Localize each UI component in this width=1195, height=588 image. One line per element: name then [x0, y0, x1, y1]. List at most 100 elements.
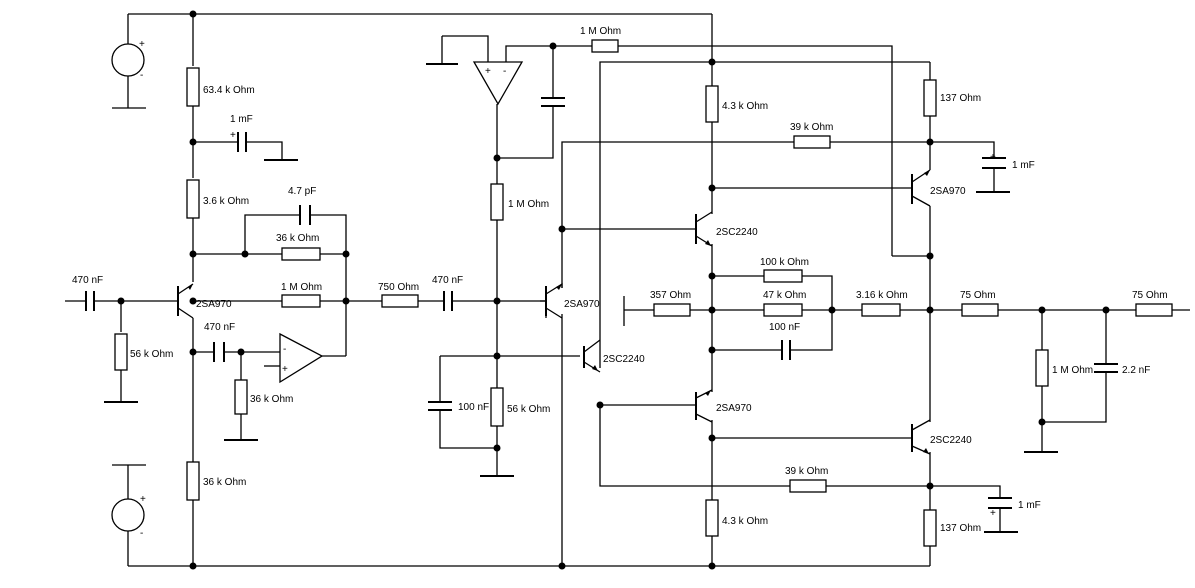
- transistors: [177, 169, 931, 455]
- label-cap-r1-plus: +: [990, 152, 996, 163]
- label-r-1m-top: 1 M Ohm: [580, 26, 621, 37]
- label-cap-r2-plus: +: [990, 508, 996, 519]
- resistor-3k16: [861, 303, 901, 317]
- op-amp-2: [472, 61, 524, 106]
- junctions: [117, 10, 1110, 570]
- capacitor-2n2: [1094, 363, 1118, 373]
- label-r-100k: 100 k Ohm: [760, 257, 809, 268]
- label-q6: 2SA970: [930, 186, 966, 197]
- resistor-4k3-top: [705, 85, 719, 123]
- label-r-56k-mid: 56 k Ohm: [507, 404, 550, 415]
- label-c-2n2: 2.2 nF: [1122, 365, 1150, 376]
- resistor-137-top: [923, 79, 937, 117]
- label-r-63k4: 63.4 k Ohm: [203, 85, 255, 96]
- label-opamp2-minus: -: [503, 66, 506, 77]
- resistor-56k-in: [114, 333, 128, 371]
- transistor-q2: [545, 282, 563, 319]
- label-opamp2-plus: +: [485, 66, 491, 77]
- resistor-1m-fb: [281, 294, 321, 308]
- resistor-1m-mid: [490, 183, 504, 221]
- label-r-137-top: 137 Ohm: [940, 93, 981, 104]
- capacitor-470n-in: [85, 291, 95, 311]
- label-src-bot-minus: -: [140, 528, 143, 539]
- resistor-1m-out: [1035, 349, 1049, 387]
- label-c-470n-mid: 470 nF: [432, 275, 463, 286]
- label-opamp1-minus: -: [283, 344, 286, 355]
- capacitor-100n-mid: [781, 340, 791, 360]
- capacitor-feedback-op2: [541, 97, 565, 107]
- label-r-4k3-bot: 4.3 k Ohm: [722, 516, 768, 527]
- resistor-750: [381, 294, 419, 308]
- resistor-4k3-bot: [705, 499, 719, 537]
- label-r-3k16: 3.16 k Ohm: [856, 290, 908, 301]
- label-r-39k-bot: 39 k Ohm: [785, 466, 828, 477]
- voltage-source-bottom: [111, 498, 145, 532]
- label-c-in: 470 nF: [72, 275, 103, 286]
- label-q1: 2SA970: [196, 299, 232, 310]
- label-r-47k: 47 k Ohm: [763, 290, 806, 301]
- capacitor-4p7: [299, 205, 311, 225]
- label-q7: 2SC2240: [930, 435, 972, 446]
- capacitor-470n-mid: [443, 291, 453, 311]
- label-c-100n-left: 100 nF: [458, 402, 489, 413]
- resistor-39k-top: [793, 135, 831, 149]
- transistor-q5: [695, 389, 713, 423]
- resistor-75-a: [961, 303, 999, 317]
- component-labels: + - + - + + + - + + - 63.4 k Ohm 1 mF 3.…: [72, 26, 1168, 539]
- capacitor-1mf-r2: [988, 497, 1012, 509]
- resistor-63k4: [186, 67, 200, 107]
- label-r-4k3-top: 4.3 k Ohm: [722, 101, 768, 112]
- label-r-56k-in: 56 k Ohm: [130, 349, 173, 360]
- resistor-56k-mid: [490, 387, 504, 427]
- voltage-sources: [111, 43, 145, 532]
- capacitor-1mf-r1: [982, 157, 1006, 169]
- label-c-470n-op: 470 nF: [204, 322, 235, 333]
- transistor-q3: [583, 339, 601, 373]
- label-c-1mf-top: 1 mF: [230, 114, 253, 125]
- label-r-1m-fb: 1 M Ohm: [281, 282, 322, 293]
- resistor-100k: [763, 269, 803, 283]
- label-q5: 2SA970: [716, 403, 752, 414]
- label-r-1m-out: 1 M Ohm: [1052, 365, 1093, 376]
- resistor-1m-top: [591, 39, 619, 53]
- label-c-4p7: 4.7 pF: [288, 186, 316, 197]
- label-c-100n-mid: 100 nF: [769, 322, 800, 333]
- capacitor-470n-op: [213, 342, 225, 362]
- transistor-q6: [911, 169, 931, 207]
- label-r-75-b: 75 Ohm: [1132, 290, 1168, 301]
- resistor-75-b: [1135, 303, 1173, 317]
- label-opamp1-plus: +: [282, 364, 288, 375]
- resistor-3k6: [186, 179, 200, 219]
- resistor-36k-fb: [281, 247, 321, 261]
- resistor-137-bot: [923, 509, 937, 547]
- label-q4: 2SC2240: [716, 227, 758, 238]
- label-c-1mf-r2: 1 mF: [1018, 500, 1041, 511]
- resistor-36k-bot: [186, 461, 200, 501]
- label-r-1m-mid: 1 M Ohm: [508, 199, 549, 210]
- capacitor-1mf-top: [237, 132, 247, 152]
- op-amp-1: [279, 332, 324, 384]
- resistor-47k: [763, 303, 803, 317]
- transistor-q1: [177, 283, 194, 319]
- wires: [65, 13, 1190, 567]
- capacitor-100n-left: [428, 401, 452, 411]
- label-src-bot-plus: +: [140, 494, 146, 505]
- resistor-36k-op: [234, 379, 248, 415]
- label-c-1mf-r1: 1 mF: [1012, 160, 1035, 171]
- label-r-36k-fb: 36 k Ohm: [276, 233, 319, 244]
- label-r-36k-bot: 36 k Ohm: [203, 477, 246, 488]
- label-r-3k6: 3.6 k Ohm: [203, 196, 249, 207]
- label-r-39k-top: 39 k Ohm: [790, 122, 833, 133]
- op-amps: [279, 61, 524, 384]
- resistors: [114, 39, 1173, 547]
- voltage-source-top: [111, 43, 145, 77]
- label-src-top-minus: -: [140, 70, 143, 81]
- resistor-357: [653, 303, 691, 317]
- label-r-750: 750 Ohm: [378, 282, 419, 293]
- label-r-75-a: 75 Ohm: [960, 290, 996, 301]
- label-src-top-plus: +: [139, 39, 145, 50]
- capacitors: [85, 97, 1118, 509]
- label-r-36k-op: 36 k Ohm: [250, 394, 293, 405]
- label-q2: 2SA970: [564, 299, 600, 310]
